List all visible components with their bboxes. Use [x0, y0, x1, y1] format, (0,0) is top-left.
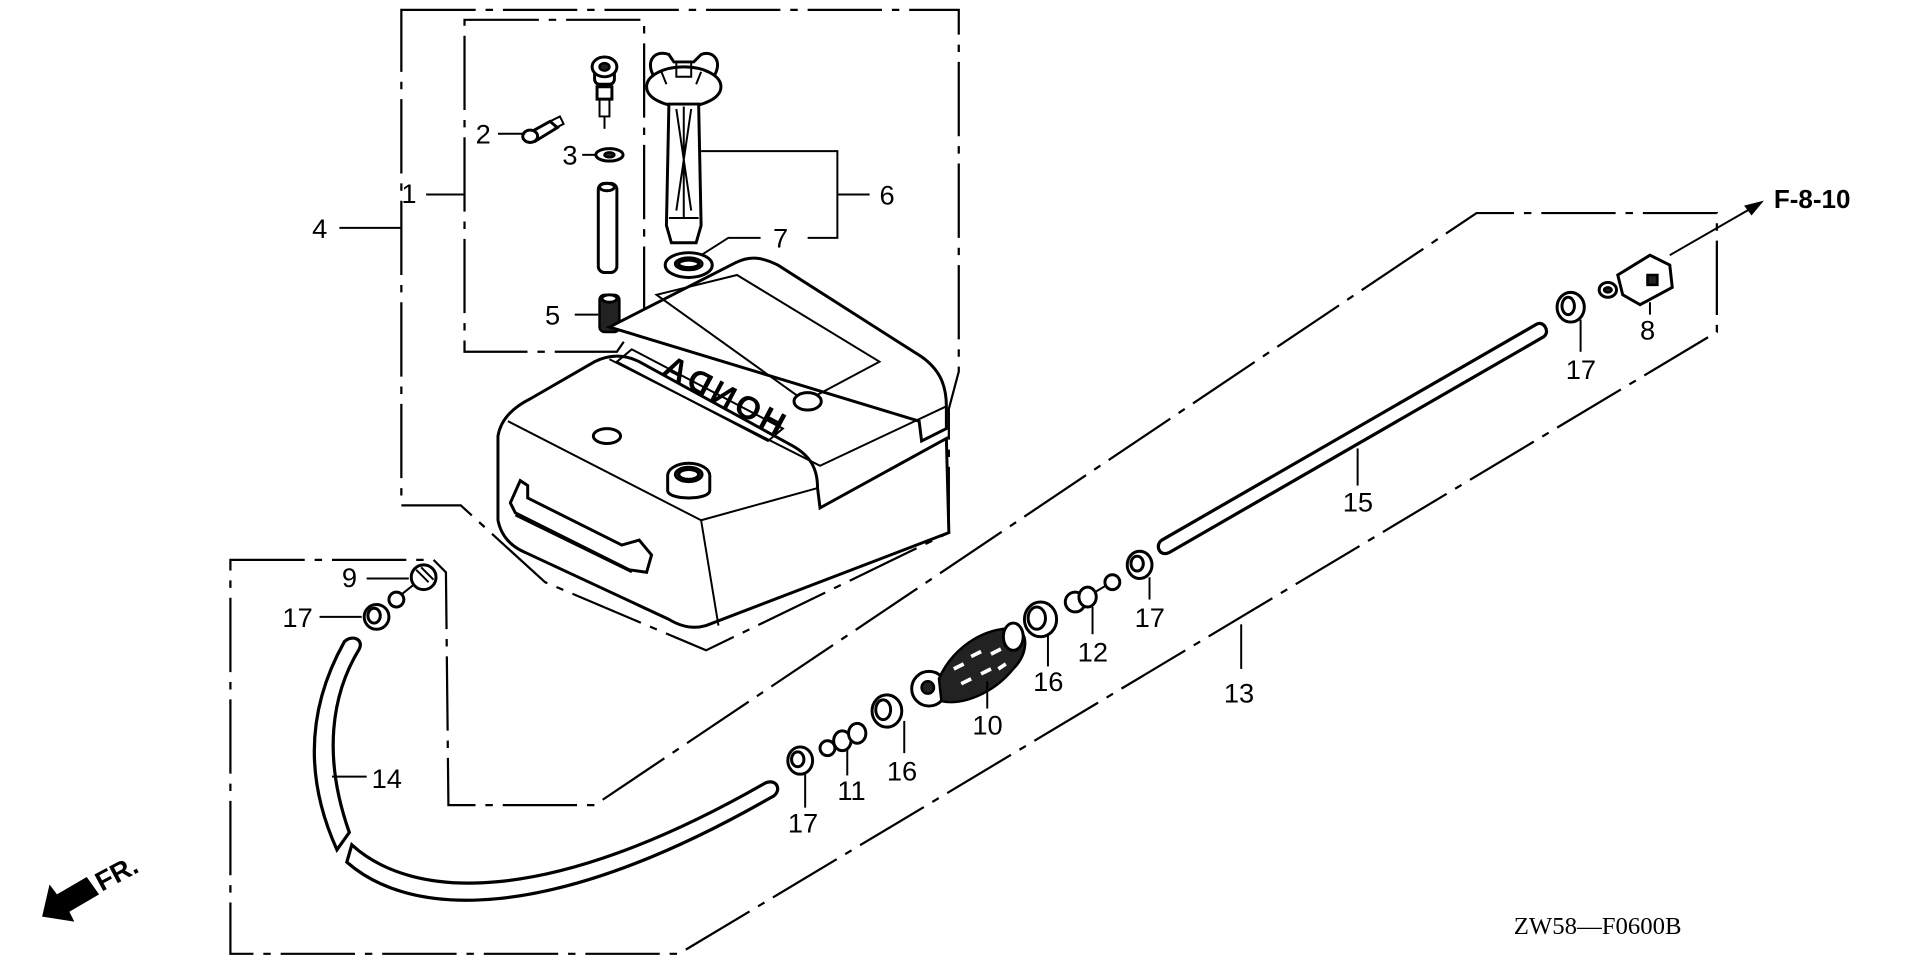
part-14-hose — [312, 636, 780, 902]
leader-6 — [701, 150, 870, 239]
part-17-clip-4 — [1125, 549, 1154, 580]
callout-2: 2 — [476, 119, 491, 150]
part-2-screw — [521, 115, 565, 144]
part-9-connector — [387, 563, 438, 609]
cross-reference-arrow — [1669, 200, 1764, 257]
front-direction-label: FR. — [90, 849, 143, 897]
callout-13: 13 — [1224, 677, 1254, 708]
part-10-primer-bulb — [910, 621, 1027, 708]
diagram-code: ZW58—F0600B — [1514, 913, 1682, 940]
part-17-clip-3 — [786, 745, 815, 776]
part-16-clip-right — [1022, 600, 1059, 639]
callout-3: 3 — [562, 140, 577, 171]
callout-11: 11 — [837, 775, 865, 806]
leader-7 — [700, 236, 761, 257]
callout-12: 12 — [1078, 636, 1108, 667]
part-tube — [596, 181, 619, 275]
callout-17-bottom: 17 — [788, 807, 818, 838]
part-elbow-fitting — [590, 55, 619, 129]
callout-7: 7 — [773, 223, 788, 254]
callout-16-right: 16 — [1033, 666, 1063, 697]
callout-6: 6 — [879, 179, 894, 210]
part-fuel-tank — [496, 256, 951, 629]
callout-5: 5 — [545, 300, 560, 331]
part-3-washer — [594, 147, 625, 163]
part-12-joint — [1063, 573, 1122, 614]
group-frame-4 — [400, 8, 960, 652]
cross-reference-label: F-8-10 — [1774, 184, 1851, 214]
callout-8: 8 — [1640, 314, 1655, 345]
callout-17-left: 17 — [282, 602, 312, 633]
part-6-fuel-gauge — [645, 51, 723, 245]
callout-4: 4 — [312, 213, 327, 244]
callout-10: 10 — [972, 710, 1002, 741]
part-15-hose — [1156, 321, 1549, 556]
part-11-joint — [818, 721, 868, 758]
callout-9: 9 — [342, 562, 357, 593]
part-7-gasket — [663, 251, 714, 279]
callout-17-mid: 17 — [1135, 602, 1165, 633]
part-17-clip-right — [1555, 290, 1586, 324]
callout-15: 15 — [1343, 487, 1373, 518]
part-17-clip-left — [362, 603, 391, 631]
part-5-strainer — [598, 293, 621, 334]
callout-14: 14 — [372, 763, 402, 794]
group-frame-13 — [229, 211, 1718, 955]
front-direction-arrow — [42, 877, 100, 922]
callout-16-left: 16 — [887, 755, 917, 786]
part-8-connector — [1597, 253, 1674, 307]
part-16-clip-left — [870, 693, 904, 729]
callout-17-right: 17 — [1566, 354, 1596, 385]
callout-1: 1 — [401, 178, 416, 209]
